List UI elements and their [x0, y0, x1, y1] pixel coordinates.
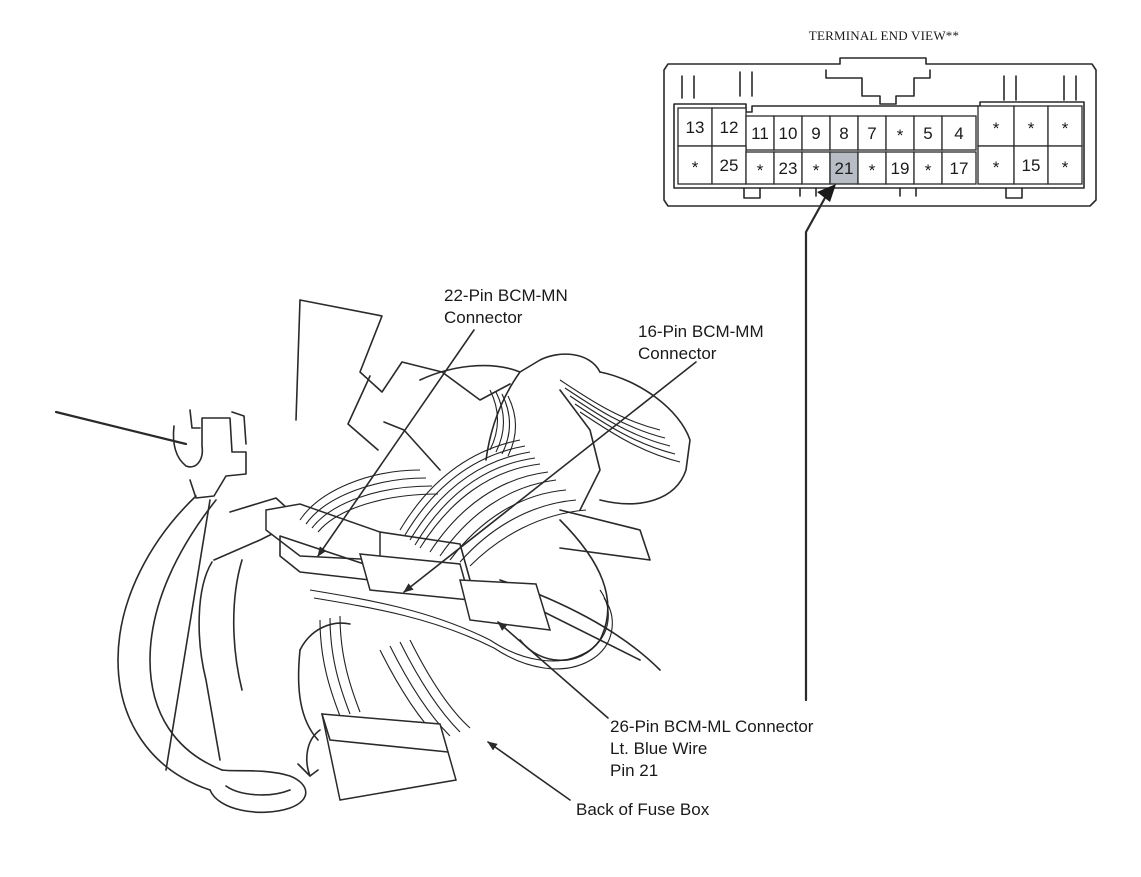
pin-cell [773, 151, 803, 185]
pin-label: 15 [1022, 156, 1041, 175]
pin21-pointer-line [804, 194, 828, 702]
callout-fuse-box-leader [487, 741, 571, 801]
callout-bcm-mn: 22-Pin BCM-MN Connector [317, 286, 568, 557]
pin-cell [677, 145, 713, 185]
pin-label: * [993, 119, 1000, 138]
pin-label: * [1028, 119, 1035, 138]
pin-label: 7 [867, 124, 876, 143]
pin-cell [1013, 105, 1049, 147]
pin-cell [1047, 105, 1083, 147]
callout-bcm-mm-line1: 16-Pin BCM-MM [638, 322, 764, 341]
connector-housing [663, 57, 1097, 207]
pin-label: * [1062, 119, 1069, 138]
pin-label: * [757, 161, 764, 180]
pin-label: 17 [950, 159, 969, 178]
pin-label: 4 [954, 124, 963, 143]
callout-bcm-mn-leader [317, 329, 475, 557]
pin-cell [801, 151, 831, 185]
wire-bundle [299, 379, 681, 741]
pin-label: 5 [923, 124, 932, 143]
callout-bcm-ml: 26-Pin BCM-ML Connector Lt. Blue Wire Pi… [497, 621, 814, 780]
connector-latch [825, 69, 931, 105]
pin-label: 21 [835, 159, 854, 178]
pin-label: 10 [779, 124, 798, 143]
callout-bcm-mm-line2: Connector [638, 344, 717, 363]
pin-label: 23 [779, 159, 798, 178]
pin-label: * [1062, 158, 1069, 177]
pin-label: 12 [720, 118, 739, 137]
pin-cell [941, 115, 977, 151]
pin-label: * [869, 161, 876, 180]
callout-fuse-box: Back of Fuse Box [487, 741, 710, 819]
pin-cell [977, 145, 1015, 185]
connector-lower-tab [743, 187, 1023, 199]
pin-cell [885, 115, 915, 151]
pin-cell [857, 115, 887, 151]
harness-illustration [54, 299, 691, 814]
pin-label: * [993, 158, 1000, 177]
callout-bcm-mm-leader [403, 361, 697, 593]
pin-label: 13 [686, 118, 705, 137]
callout-bcm-ml-line1: 26-Pin BCM-ML Connector [610, 717, 814, 736]
pin-cell [801, 115, 831, 151]
callout-bcm-ml-line3: Pin 21 [610, 761, 658, 780]
callout-bcm-ml-leader [497, 621, 609, 719]
pin-cell [677, 107, 713, 147]
callout-bcm-mn-line2: Connector [444, 308, 523, 327]
terminal-end-view-caption: TERMINAL END VIEW** [809, 28, 959, 43]
pin-cell [773, 115, 803, 151]
connector-notch [681, 71, 1077, 101]
pin-label: 8 [839, 124, 848, 143]
callout-bcm-mm: 16-Pin BCM-MM Connector [403, 322, 764, 593]
pin-label: * [925, 161, 932, 180]
callout-bcm-mn-line1: 22-Pin BCM-MN [444, 286, 568, 305]
pin-label: * [813, 161, 820, 180]
pin-cell [829, 115, 859, 151]
pin-label: 9 [811, 124, 820, 143]
callout-bcm-ml-line2: Lt. Blue Wire [610, 739, 707, 758]
pin-label: 11 [751, 124, 769, 143]
pin-cell [829, 151, 859, 185]
pin-label: 25 [720, 156, 739, 175]
pin-label: 19 [891, 159, 910, 178]
pin-cell [941, 151, 977, 185]
pin-cell [745, 115, 775, 151]
callout-fuse-box-line1: Back of Fuse Box [576, 800, 710, 819]
pin21-arrowhead [817, 184, 836, 202]
pin-label: * [897, 126, 904, 145]
pin-label: * [692, 158, 699, 177]
pin-cell [1047, 145, 1083, 185]
